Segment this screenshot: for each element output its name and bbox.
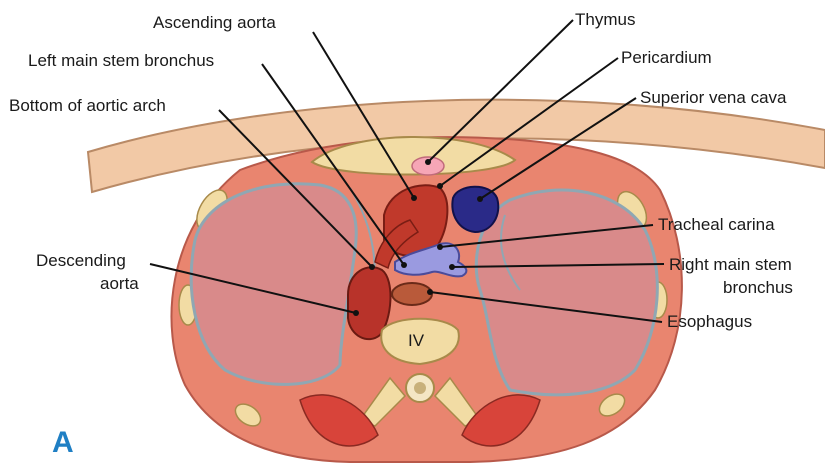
leader-dot-tracheal-carina bbox=[437, 244, 443, 250]
leader-dot-bottom-of-aortic-arch bbox=[369, 264, 375, 270]
label-superior-vena-cava: Superior vena cava bbox=[640, 88, 787, 107]
leader-dot-ascending-aorta bbox=[411, 195, 417, 201]
label-ascending-aorta: Ascending aorta bbox=[153, 13, 276, 32]
label-descending-aorta-line1: Descending bbox=[36, 251, 126, 270]
right-lung bbox=[191, 184, 356, 385]
leader-dot-right-main-stem-bronchus bbox=[449, 264, 455, 270]
spinal-cord bbox=[414, 382, 426, 394]
label-descending-aorta-line2: aorta bbox=[100, 274, 139, 293]
leader-dot-left-main-stem-bronchus bbox=[401, 262, 407, 268]
label-esophagus: Esophagus bbox=[667, 312, 752, 331]
superior-vena-cava bbox=[452, 187, 498, 232]
label-vertebra: IV bbox=[408, 331, 425, 350]
label-pericardium: Pericardium bbox=[621, 48, 712, 67]
label-tracheal-carina: Tracheal carina bbox=[658, 215, 775, 234]
label-right-main-stem-bronchus-line1: Right main stem bbox=[669, 255, 792, 274]
label-thymus: Thymus bbox=[575, 10, 635, 29]
label-bottom-of-aortic-arch: Bottom of aortic arch bbox=[9, 96, 166, 115]
leader-dot-descending-aorta bbox=[353, 310, 359, 316]
leader-dot-esophagus bbox=[427, 289, 433, 295]
label-right-main-stem-bronchus-line2: bronchus bbox=[723, 278, 793, 297]
label-left-main-stem-bronchus: Left main stem bronchus bbox=[28, 51, 214, 70]
leader-dot-superior-vena-cava bbox=[477, 196, 483, 202]
esophagus bbox=[392, 283, 432, 305]
panel-letter: A bbox=[52, 426, 74, 459]
leader-dot-pericardium bbox=[437, 183, 443, 189]
leader-dot-thymus bbox=[425, 159, 431, 165]
